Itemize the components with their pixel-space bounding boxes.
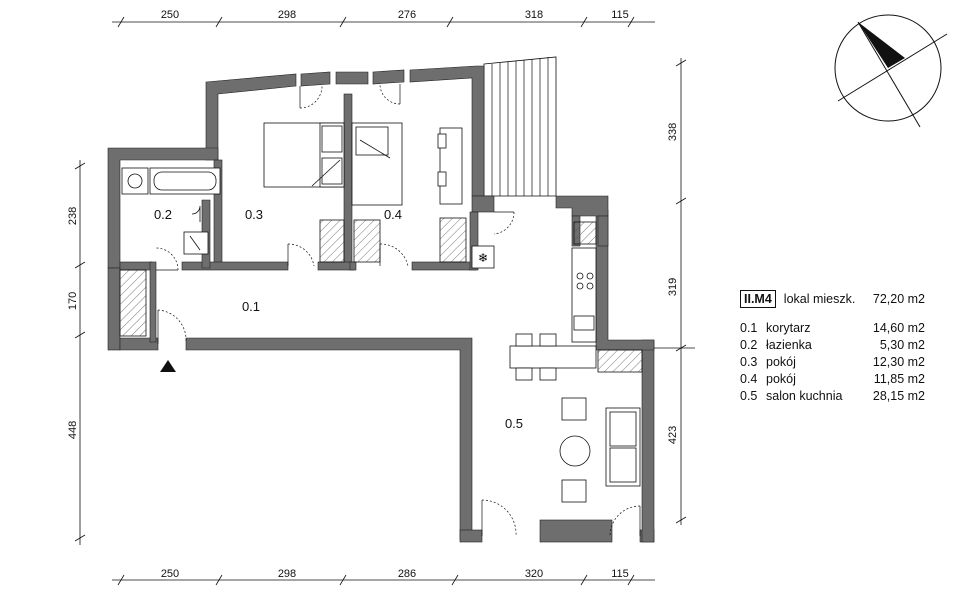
dim-right-1: 338: [667, 123, 679, 141]
dim-left-2: 170: [67, 292, 79, 310]
legend-num: 0.4: [740, 372, 758, 386]
room-label-0-4: 0.4: [384, 207, 402, 222]
legend-header: II.M4 lokal mieszk. 72,20 m2: [740, 290, 925, 308]
dimension-left: [74, 160, 86, 545]
legend-name: korytarz: [766, 321, 811, 335]
dim-top-5: 115: [611, 9, 629, 21]
bathroom-fixtures: [121, 167, 221, 255]
legend-name: salon kuchnia: [766, 389, 843, 403]
dim-left-1: 238: [67, 207, 79, 225]
dim-right-2: 319: [667, 278, 679, 296]
legend-row: 0.3 pokój 12,30 m2: [740, 354, 925, 371]
legend-num: 0.2: [740, 338, 758, 352]
kitchen-cabinet: [573, 221, 643, 373]
snowflake-icon: ❄: [478, 251, 488, 265]
legend-name: pokój: [766, 355, 796, 369]
legend-num: 0.5: [740, 389, 758, 403]
dim-top-3: 276: [398, 9, 416, 21]
dim-top-1: 250: [161, 9, 179, 21]
legend-area: 11,85 m2: [873, 372, 925, 386]
room-label-0-1: 0.1: [242, 299, 260, 314]
dim-bottom-1: 250: [161, 568, 179, 580]
legend-name: łazienka: [766, 338, 812, 352]
dimension-bottom: [112, 574, 655, 586]
desk-0-4: [437, 127, 463, 205]
dim-left-3: 448: [67, 421, 79, 439]
unit-type: lokal mieszk.: [783, 292, 856, 306]
wardrobe-0-3: [319, 219, 345, 263]
dim-bottom-4: 320: [525, 568, 543, 580]
dim-right-3: 423: [667, 426, 679, 444]
legend-area: 14,60 m2: [872, 321, 925, 335]
legend-num: 0.1: [740, 321, 758, 335]
entrance-arrow-icon: [160, 360, 176, 372]
dimension-top: [112, 16, 655, 28]
salon-furniture: [559, 397, 641, 503]
dim-bottom-3: 286: [398, 568, 416, 580]
legend-area: 12,30 m2: [872, 355, 925, 369]
bed-0-4: [351, 122, 403, 206]
legend-name: pokój: [766, 372, 796, 386]
room-label-0-5: 0.5: [505, 416, 523, 431]
unit-code: II.M4: [740, 290, 776, 308]
dim-bottom-2: 298: [278, 568, 296, 580]
legend-row: 0.1 korytarz 14,60 m2: [740, 320, 925, 337]
dim-bottom-5: 115: [611, 568, 629, 580]
legend-row: 0.5 salon kuchnia 28,15 m2: [740, 388, 925, 405]
kitchen: [471, 245, 597, 381]
area-legend: II.M4 lokal mieszk. 72,20 m2 0.1 korytar…: [740, 290, 925, 405]
legend-num: 0.3: [740, 355, 758, 369]
wardrobes-0-4: [353, 217, 467, 263]
balcony: [483, 56, 557, 197]
bed: [263, 122, 345, 188]
legend-row: 0.4 pokój 11,85 m2: [740, 371, 925, 388]
legend-area: 5,30 m2: [879, 338, 925, 352]
dim-top-2: 298: [278, 9, 296, 21]
legend-area: 28,15 m2: [872, 389, 925, 403]
corridor-closet: [119, 269, 147, 337]
north-arrow-icon: [834, 14, 948, 128]
dim-top-4: 318: [525, 9, 543, 21]
room-label-0-2: 0.2: [154, 207, 172, 222]
unit-total-area: 72,20 m2: [872, 292, 925, 306]
dimension-right: [650, 58, 695, 525]
legend-row: 0.2 łazienka 5,30 m2: [740, 337, 925, 354]
room-label-0-3: 0.3: [245, 207, 263, 222]
